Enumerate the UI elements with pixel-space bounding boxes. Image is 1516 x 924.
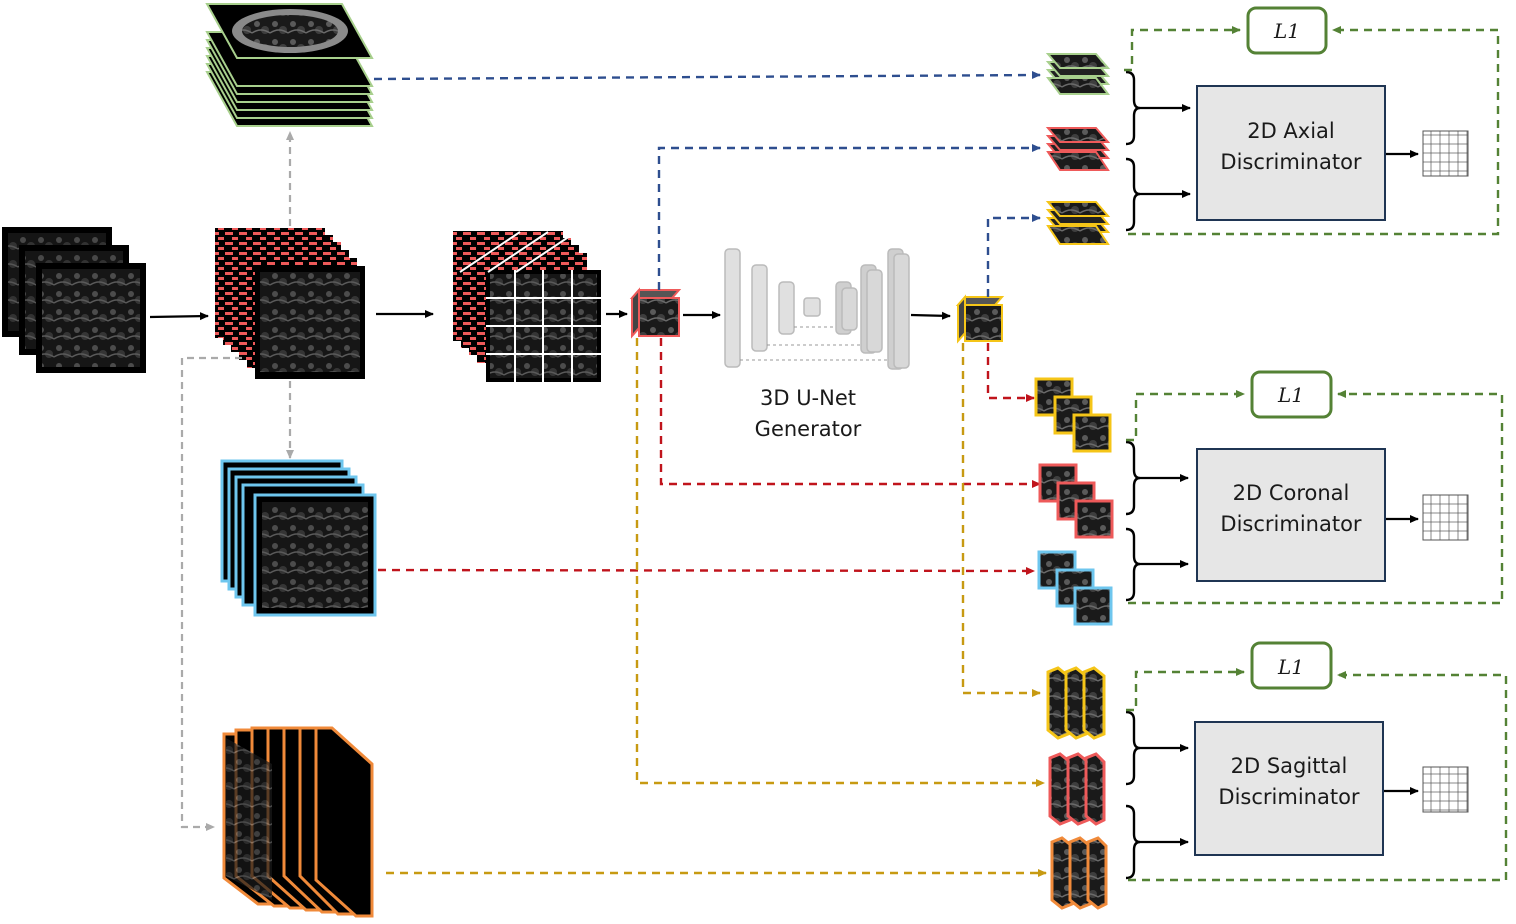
- axial-discriminator: 2D Axial Discriminator: [1196, 85, 1386, 221]
- l1-loss-axial: L1: [1246, 6, 1328, 55]
- from-generator-arrow: [910, 311, 951, 320]
- l1-sagittal-label: L1: [1277, 655, 1304, 679]
- sagittal-disc-line1: 2D Sagittal: [1231, 754, 1348, 778]
- axial-slice-stack: [205, 3, 374, 127]
- axial-generated-slices: [1045, 201, 1111, 245]
- l1-coronal-label: L1: [1277, 383, 1304, 407]
- sagittal-patch-output-grid: [1422, 766, 1469, 813]
- coronal-generated-slices: [1034, 377, 1112, 453]
- l1-loss-sagittal: L1: [1250, 641, 1333, 690]
- axial-input-slices: [1045, 127, 1111, 171]
- coronal-input-slices: [1038, 463, 1114, 539]
- output-patch-cube: [955, 294, 1005, 344]
- coronal-discriminator: 2D Coronal Discriminator: [1196, 448, 1386, 582]
- sagittal-real-slices: [1050, 836, 1108, 910]
- slice-extraction-arrows: [180, 131, 294, 831]
- unet-generator: [724, 248, 910, 370]
- input-arrow: [149, 312, 209, 321]
- input-patch-cube: [629, 287, 682, 339]
- coronal-real-slices: [1037, 550, 1113, 626]
- sagittal-generated-slices: [1046, 666, 1106, 740]
- input-mri-volume: [2, 227, 146, 373]
- l1-loss-coronal: L1: [1250, 370, 1333, 419]
- axial-flow-lines: [373, 71, 1041, 297]
- braces: [1125, 70, 1141, 880]
- sagittal-slice-stack: [222, 726, 374, 918]
- sagittal-flow-lines: [386, 338, 1047, 877]
- axial-patch-output-grid: [1422, 130, 1469, 177]
- corrupted-volume: [215, 228, 365, 379]
- l1-axial-label: L1: [1273, 19, 1300, 43]
- coronal-flow-lines: [377, 338, 1041, 575]
- coronal-disc-line2: Discriminator: [1220, 512, 1362, 536]
- disc-input-arrows: [1140, 104, 1191, 846]
- axial-disc-line1: 2D Axial: [1247, 119, 1335, 143]
- axial-disc-line2: Discriminator: [1220, 150, 1362, 174]
- l1-loss-loops: [1124, 26, 1508, 882]
- coronal-disc-line1: 2D Coronal: [1233, 481, 1350, 505]
- sagittal-discriminator: 2D Sagittal Discriminator: [1194, 721, 1384, 856]
- coronal-slice-stack: [220, 459, 377, 617]
- generator-label-line2: Generator: [755, 417, 862, 441]
- generator-label-line1: 3D U-Net: [760, 386, 856, 410]
- patch-grid-volume: [453, 231, 601, 382]
- coronal-patch-output-grid: [1422, 494, 1469, 541]
- axial-real-slices: [1045, 53, 1111, 95]
- sagittal-input-slices: [1048, 752, 1106, 826]
- sagittal-disc-line2: Discriminator: [1218, 785, 1360, 809]
- disc-output-arrows: [1384, 150, 1419, 795]
